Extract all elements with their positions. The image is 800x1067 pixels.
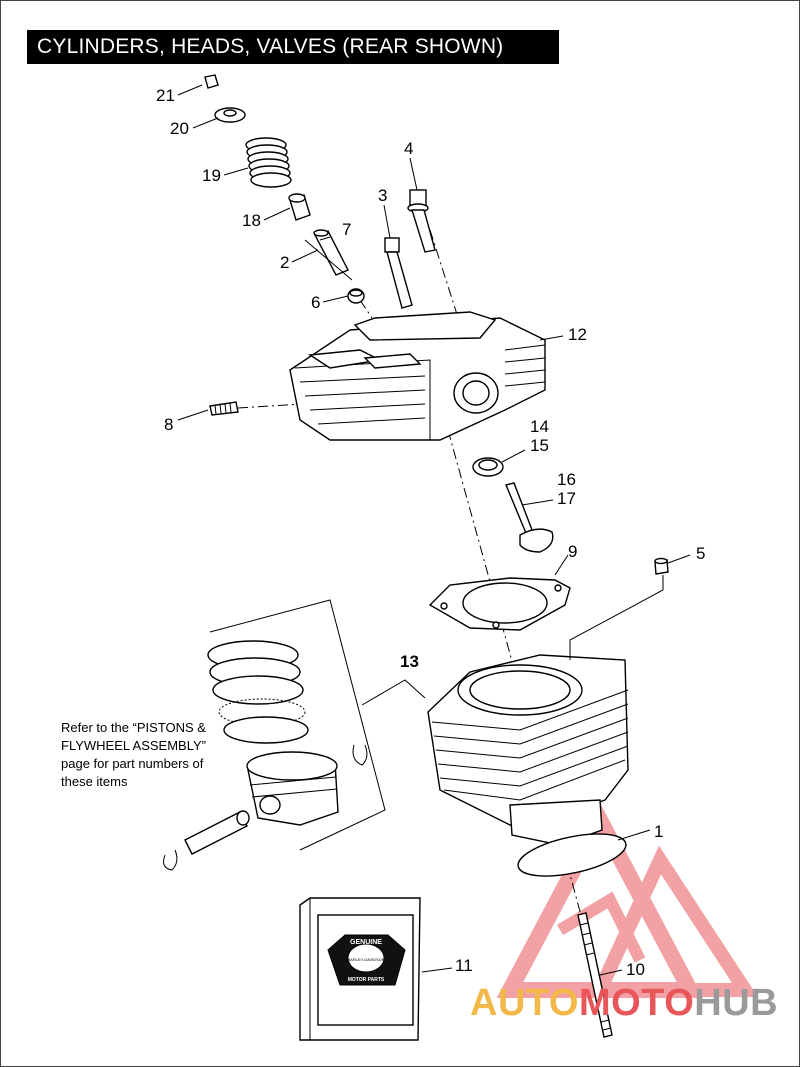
piston-pin <box>184 810 250 855</box>
part-10-stud <box>577 912 613 1038</box>
axis-line-seal <box>359 299 373 319</box>
watermark-moto: MOTO <box>578 982 695 1024</box>
callout-18: 18 <box>242 211 261 230</box>
callout-4: 4 <box>404 139 413 158</box>
piston-group-bracket <box>209 599 426 851</box>
callout-3: 3 <box>378 186 387 205</box>
piston-rings <box>207 640 309 744</box>
callout-6: 6 <box>311 293 320 312</box>
piston-pin-circlips <box>163 744 368 871</box>
part-8-stud <box>209 401 239 416</box>
badge-brand-text: HARLEY-DAVIDSON <box>347 957 385 962</box>
part-6-seal <box>347 288 365 304</box>
callout-7: 7 <box>342 220 351 239</box>
part-13-cylinder <box>427 654 629 846</box>
leader-lines <box>177 84 691 976</box>
callout-14: 14 <box>530 417 549 436</box>
watermark-hub: HUB <box>694 982 779 1024</box>
part-15-valve-seat <box>472 457 504 477</box>
axis-line-stud <box>237 403 303 409</box>
part-1-o-ring <box>517 833 627 877</box>
part-5-dowel <box>654 557 669 575</box>
callout-21: 21 <box>156 86 175 105</box>
part-21-keeper <box>204 74 219 89</box>
axis-line-main <box>447 429 521 691</box>
callout-17: 17 <box>557 489 576 508</box>
callout-12: 12 <box>568 325 587 344</box>
callout-8: 8 <box>164 415 173 434</box>
part-18-valve-seal <box>288 193 311 221</box>
callout-2: 2 <box>280 253 289 272</box>
callout-16: 16 <box>557 470 576 489</box>
callout-11: 11 <box>455 956 473 975</box>
part-19-valve-spring <box>245 137 292 188</box>
part-12-cylinder-head <box>289 311 546 441</box>
callout-5: 5 <box>696 544 705 563</box>
watermark-text: AUTOMOTOHUB <box>470 982 778 1025</box>
reference-note: Refer to the “PISTONS & FLYWHEEL ASSEMBL… <box>61 720 206 789</box>
part-3-head-bolt <box>384 237 413 309</box>
callout-9: 9 <box>568 542 577 561</box>
part-20-spring-collar <box>214 107 246 123</box>
callout-20: 20 <box>170 119 189 138</box>
callout-1: 1 <box>654 822 663 841</box>
piston <box>246 751 339 826</box>
callout-13: 13 <box>400 652 419 671</box>
part-11-gasket-kit-box: GENUINE HARLEY-DAVIDSON MOTOR PARTS <box>299 897 421 1041</box>
page-title: CYLINDERS, HEADS, VALVES (REAR SHOWN) <box>27 30 559 64</box>
callout-19: 19 <box>202 166 221 185</box>
part-2-valve-guide <box>304 229 353 281</box>
part-17-valve <box>505 482 554 553</box>
callout-15: 15 <box>530 436 549 455</box>
part-9-head-gasket <box>428 577 571 631</box>
badge-motor-parts-text: MOTOR PARTS <box>348 977 385 983</box>
callout-10: 10 <box>626 960 645 979</box>
watermark-auto: AUTO <box>470 982 579 1024</box>
part-4-head-bolt <box>407 189 436 253</box>
badge-genuine-text: GENUINE <box>350 939 382 946</box>
